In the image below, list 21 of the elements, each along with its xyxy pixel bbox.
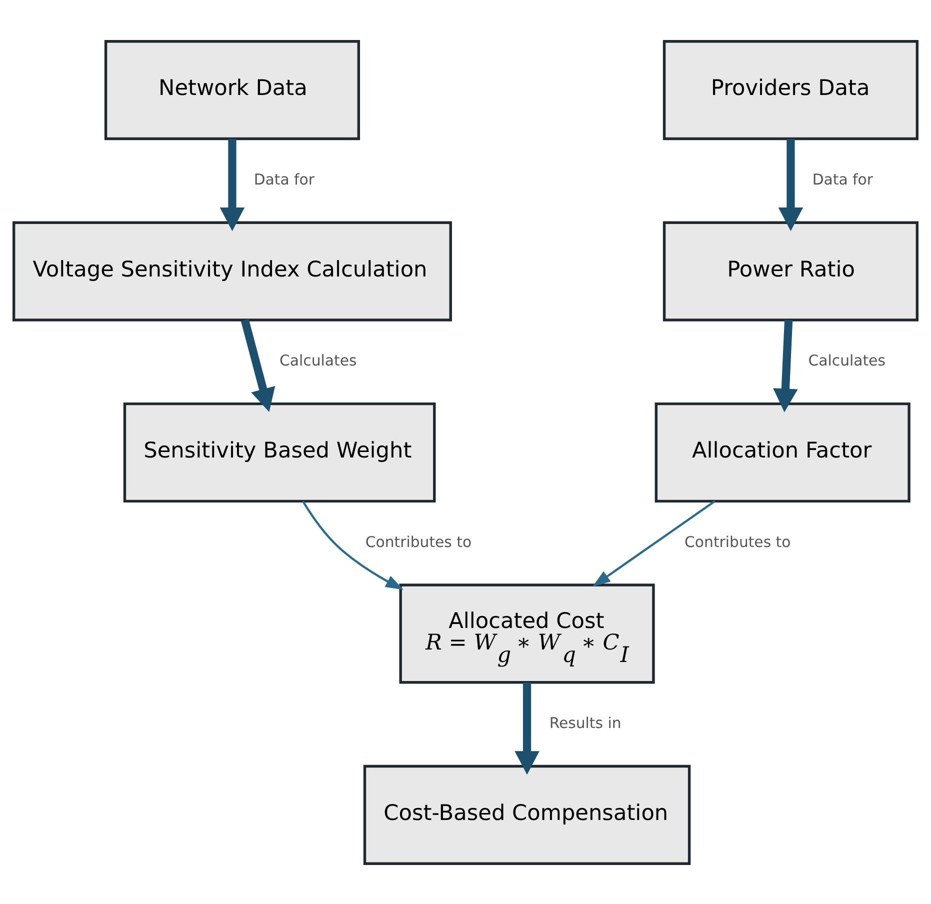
arrow (240, 318, 276, 412)
arrow (773, 319, 798, 412)
edge-label: Calculates (808, 351, 886, 370)
edge-label: Results in (549, 714, 622, 732)
arrow (778, 138, 804, 231)
edge-label: Calculates (280, 351, 357, 370)
arrow (592, 500, 716, 586)
node-box: Voltage Sensitivity Index Calculation (12, 220, 452, 321)
node-box: Sensitivity Based Weight (123, 402, 436, 502)
edge-label: Contributes to (684, 532, 791, 550)
node-box: Network Data (104, 40, 360, 140)
edge-label: Data for (812, 170, 873, 188)
node-box: Power Ratio (662, 220, 919, 321)
node-box: Allocation Factor (654, 402, 910, 502)
node-box: Cost-Based Compensation (363, 764, 691, 864)
arrow (220, 138, 245, 231)
edge-label: Data for (254, 170, 315, 188)
node-box: Providers Data (662, 40, 919, 140)
edge-label: Contributes to (365, 532, 472, 550)
arrow (514, 682, 540, 774)
arrow (302, 500, 404, 590)
